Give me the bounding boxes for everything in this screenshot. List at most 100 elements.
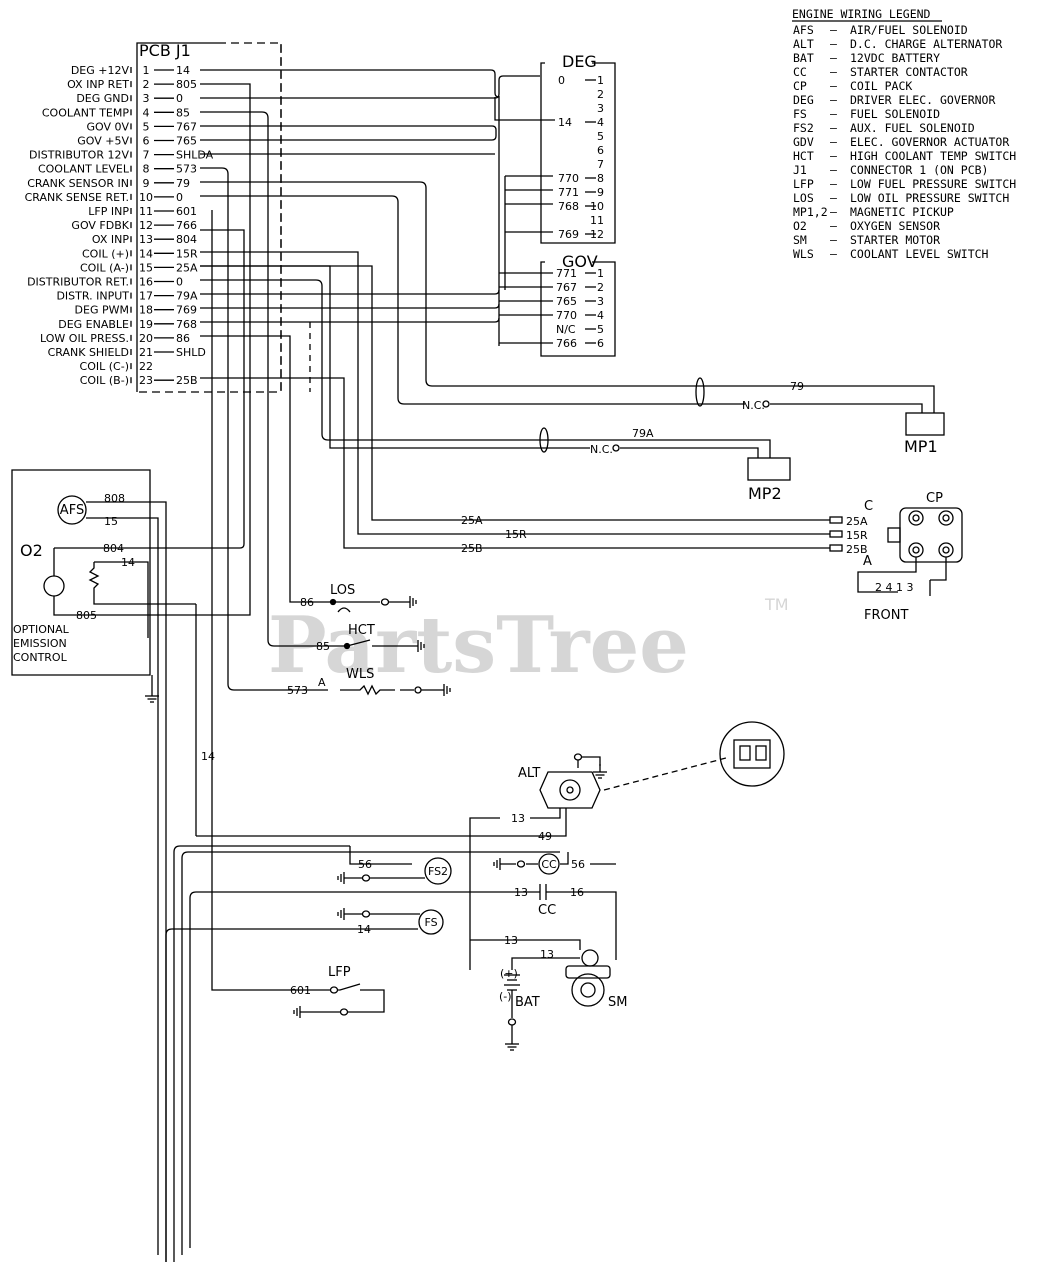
pcb-pin-name: OX INP RET: [67, 78, 129, 91]
legend-code: LFP: [793, 177, 814, 191]
pcb-pin-wire: 14: [176, 64, 190, 77]
wire-25a: [200, 265, 830, 521]
w805-label: 805: [76, 609, 97, 622]
wire-85-label: 85: [316, 640, 330, 653]
wire-79a-mp2: [200, 279, 771, 458]
deg-pin-number: 12: [590, 228, 604, 241]
legend-desc: MAGNETIC PICKUP: [850, 205, 954, 219]
wls-a-label: A: [318, 676, 326, 689]
pcb-pin-name: LOW OIL PRESS.: [40, 332, 129, 345]
legend-code: AFS: [793, 23, 814, 37]
pcb-pin-name: GOV FDBK: [71, 219, 129, 232]
legend-dash: –: [830, 135, 837, 149]
cp-25b-label: 25B: [846, 543, 868, 556]
wire-nc-mp1: [770, 403, 923, 413]
lfp-terminal-1: [329, 986, 339, 994]
gov-pin-wire: 766: [556, 337, 577, 350]
deg-pin-number: 8: [597, 172, 604, 185]
pcb-pin-wire: 25B: [176, 374, 198, 387]
wire-808: [86, 501, 167, 1262]
wire-573-wls: [200, 167, 318, 691]
pcb-pin-wire: 768: [176, 318, 197, 331]
wire-79-label: 79: [790, 380, 804, 393]
deg-pin-number: 11: [590, 214, 604, 227]
pcb-pin-name: DEG PWM: [75, 304, 129, 317]
los-label: LOS: [330, 583, 355, 598]
pcb-pin-number: 4: [143, 106, 150, 119]
front-pins-label: 2 4 1 3: [875, 581, 913, 594]
gov-pin-wire: 765: [556, 295, 577, 308]
legend-code: DEG: [793, 93, 814, 107]
wire-573-label: 573: [287, 684, 308, 697]
pcb-pin-wire: 15R: [176, 247, 198, 260]
w804-label: 804: [103, 542, 124, 555]
legend-dash: –: [830, 121, 837, 135]
wire-13-sm: [470, 939, 581, 950]
pcb-pin-wire: 79A: [176, 290, 198, 303]
wire-86-los: [200, 335, 330, 603]
pcb-pin-wire: 766: [176, 219, 197, 232]
pcb-pin-name: CRANK SENSE RET.: [25, 191, 129, 204]
pcb-pin-number: 23: [139, 374, 153, 387]
battery-icon: [504, 974, 520, 991]
lfp-label: LFP: [328, 965, 351, 980]
pcb-pin-number: 7: [143, 149, 150, 162]
v14-label: 14: [201, 750, 215, 763]
pcb-pin-number: 15: [139, 261, 153, 274]
pcb-pin-number: 6: [143, 135, 150, 148]
pcb-pin-name: DISTR. INPUT: [56, 290, 129, 303]
gov-box-outline: [540, 261, 616, 357]
fs2-ground-icon: [337, 872, 345, 884]
legend-dash: –: [830, 79, 837, 93]
cc-56-wire: [560, 852, 616, 865]
cp-a-label: A: [863, 554, 872, 569]
alt-label: ALT: [518, 766, 540, 781]
mp2-icon: [747, 457, 791, 481]
legend-desc: D.C. CHARGE ALTERNATOR: [850, 37, 1002, 51]
alt-ground-wire: [577, 756, 601, 768]
gov-wire-stubs: [499, 272, 553, 344]
watermark-tm: TM: [764, 595, 789, 614]
w13c-label: 13: [504, 934, 518, 947]
pcb-title: PCB J1: [139, 41, 191, 60]
lfp-switch: [306, 983, 385, 1013]
nc2-label: N.C.: [590, 443, 613, 456]
pcb-pin-number: 14: [139, 247, 153, 260]
wire-25b-label: 25B: [461, 542, 483, 555]
gov-pin-wire: N/C: [556, 323, 576, 336]
legend-desc: LOW OIL PRESSURE SWITCH: [850, 191, 1009, 205]
legend-desc: STARTER MOTOR: [850, 233, 940, 247]
emission-label-2: EMISSION: [13, 637, 67, 650]
wire-769: [200, 303, 500, 309]
pcb-pin-number: 21: [139, 346, 153, 359]
wire-13-alt: [469, 808, 561, 970]
pcb-pin-wire: 805: [176, 78, 197, 91]
legend-code: CC: [793, 65, 807, 79]
pcb-pin-wire: 85: [176, 106, 190, 119]
w808-label: 808: [104, 492, 125, 505]
emission-label-3: CONTROL: [13, 651, 68, 664]
pcb-pin-number: 10: [139, 191, 153, 204]
legend-dash: –: [830, 219, 837, 233]
wire-nc-mp2: [620, 447, 759, 458]
pcb-pin-name: COIL (B-): [80, 374, 129, 387]
gov-pin-wire: 767: [556, 281, 577, 294]
gov-pin-number: 6: [597, 337, 604, 350]
legend-dash: –: [830, 247, 837, 261]
pcb-pin-name: COIL (A-): [80, 261, 129, 274]
w14-label: 14: [121, 556, 135, 569]
wls-ground-icon: [443, 684, 451, 696]
legend-code: SM: [793, 233, 807, 247]
legend-dash: –: [830, 51, 837, 65]
pcb-pin-wire: 767: [176, 120, 197, 133]
bat-terminal: [507, 1018, 517, 1026]
fs2-terminal: [361, 874, 371, 882]
bat-pos-label: (+): [500, 967, 518, 980]
fs-icon: [418, 909, 444, 935]
gov-title: GOV: [562, 252, 598, 271]
wire-25b: [200, 377, 830, 549]
legend-desc: AUX. FUEL SOLENOID: [850, 121, 975, 135]
mp1-nc-terminal: [762, 400, 770, 408]
legend-code: FS: [793, 107, 807, 121]
